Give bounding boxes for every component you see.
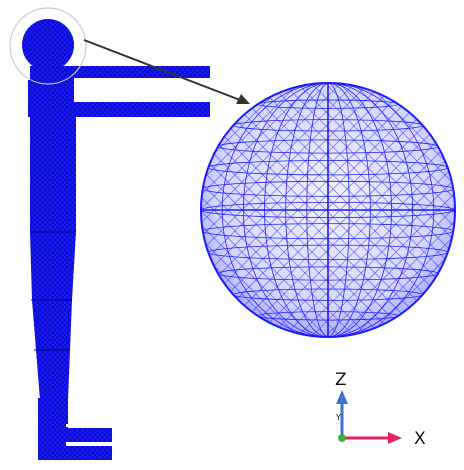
- y-axis-label: Y: [335, 413, 341, 422]
- axis-triad: Z X Y: [335, 370, 426, 449]
- leg-mesh: [30, 232, 76, 400]
- callout-circle: [9, 7, 87, 85]
- z-axis-arrowhead: [336, 390, 348, 404]
- torso-mesh: [30, 117, 76, 232]
- y-axis-marker: [338, 434, 346, 442]
- foot-lower-mesh: [40, 446, 112, 460]
- shoulder-mesh: [28, 80, 74, 102]
- upper-arm-mesh: [30, 66, 210, 81]
- body-mesh: [22, 19, 214, 460]
- sphere-mesh: [200, 82, 456, 338]
- foot-upper-mesh: [40, 428, 112, 442]
- z-axis-label: Z: [335, 370, 347, 390]
- x-axis-label: X: [414, 429, 426, 449]
- head-mesh: [22, 19, 74, 71]
- leader-arrow: [83, 39, 250, 104]
- lower-arm-mesh: [28, 102, 210, 117]
- x-axis-arrowhead: [388, 432, 402, 444]
